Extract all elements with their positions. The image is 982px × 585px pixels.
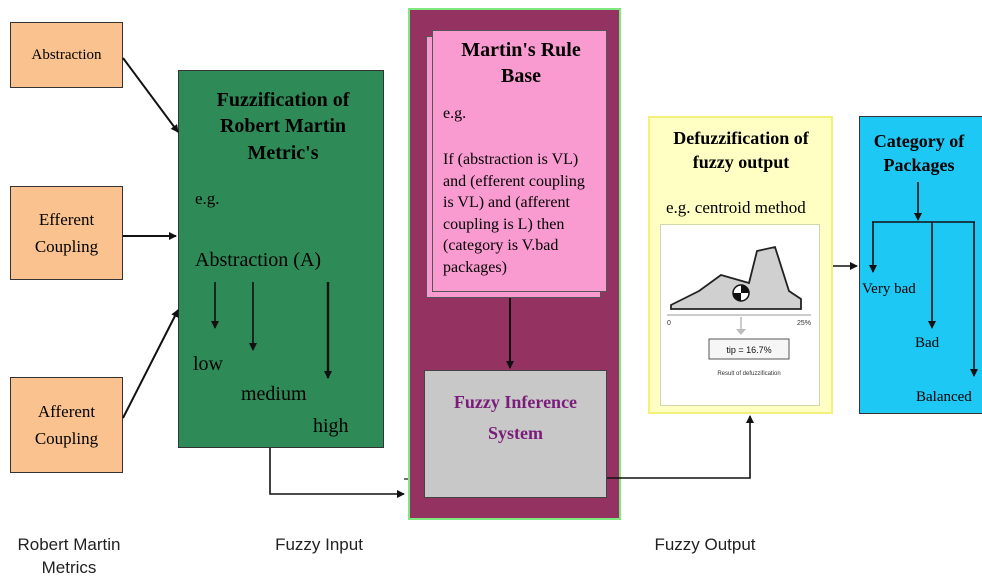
- rule-base-eg: e.g.: [443, 105, 467, 122]
- caption-robert-martin: Robert Martin Metrics: [17, 535, 121, 577]
- fuzzification-metric: Abstraction (A): [195, 249, 322, 271]
- fuzzy-set-medium: medium: [241, 383, 307, 405]
- inference-system-box: Fuzzy Inference System: [424, 370, 607, 498]
- centroid-plot: 0 25% tip = 16.7% Result of defuzzificat…: [660, 224, 820, 406]
- caption-fuzzy-input: Fuzzy Input: [275, 535, 363, 554]
- arrow-down-icon: [736, 329, 746, 335]
- category-box: Category of Packages Very bad Bad Balanc…: [859, 116, 982, 414]
- result-value: tip = 16.7%: [726, 345, 771, 355]
- membership-area: [670, 245, 802, 310]
- category-bad: Bad: [915, 335, 940, 351]
- fuzzification-eg: e.g.: [195, 189, 220, 208]
- category-very-bad: Very bad: [862, 281, 916, 297]
- efferent-coupling-box: Efferent Coupling: [10, 186, 123, 280]
- abstraction-label: Abstraction: [31, 47, 102, 63]
- fuzzification-title: Fuzzification of Robert Martin Metric's: [216, 89, 350, 164]
- arrow-fuzzy-input: [269, 448, 405, 498]
- result-box: [708, 338, 790, 360]
- arrow-fuzzy-output: [607, 415, 754, 479]
- arrow-afferent: [122, 309, 179, 419]
- rule-base-rule: If (abstraction is VL) and (efferent cou…: [443, 151, 585, 276]
- fuzzy-set-low: low: [193, 353, 223, 375]
- rule-base-title: Martin's Rule Base: [461, 39, 581, 87]
- fuzzy-set-high: high: [313, 415, 349, 437]
- category-title: Category of Packages: [873, 131, 965, 176]
- fuzzification-box: Fuzzification of Robert Martin Metric's …: [178, 70, 384, 448]
- centroid-plot-graphic: 0 25% tip = 16.7% Result of defuzzificat…: [667, 245, 811, 377]
- defuzzification-box: Defuzzification of fuzzy output e.g. cen…: [648, 116, 833, 414]
- result-caption: Result of defuzzification: [717, 371, 780, 377]
- efferent-coupling-label: Efferent Coupling: [34, 209, 99, 256]
- abstraction-box: Abstraction: [10, 22, 123, 88]
- arrow-abstraction: [122, 57, 179, 133]
- axis-max-label: 25%: [797, 320, 811, 327]
- defuzzification-title: Defuzzification of fuzzy output: [673, 128, 809, 173]
- rule-base-box: Martin's Rule Base e.g. If (abstraction …: [432, 30, 607, 292]
- defuzzification-eg: e.g. centroid method: [666, 198, 806, 217]
- caption-fuzzy-output: Fuzzy Output: [654, 535, 756, 554]
- afferent-coupling-label: Afferent Coupling: [34, 401, 99, 448]
- afferent-coupling-box: Afferent Coupling: [10, 377, 123, 473]
- inference-system-title: Fuzzy Inference System: [453, 392, 578, 443]
- category-balanced: Balanced: [916, 389, 972, 405]
- axis-min-label: 0: [667, 320, 671, 327]
